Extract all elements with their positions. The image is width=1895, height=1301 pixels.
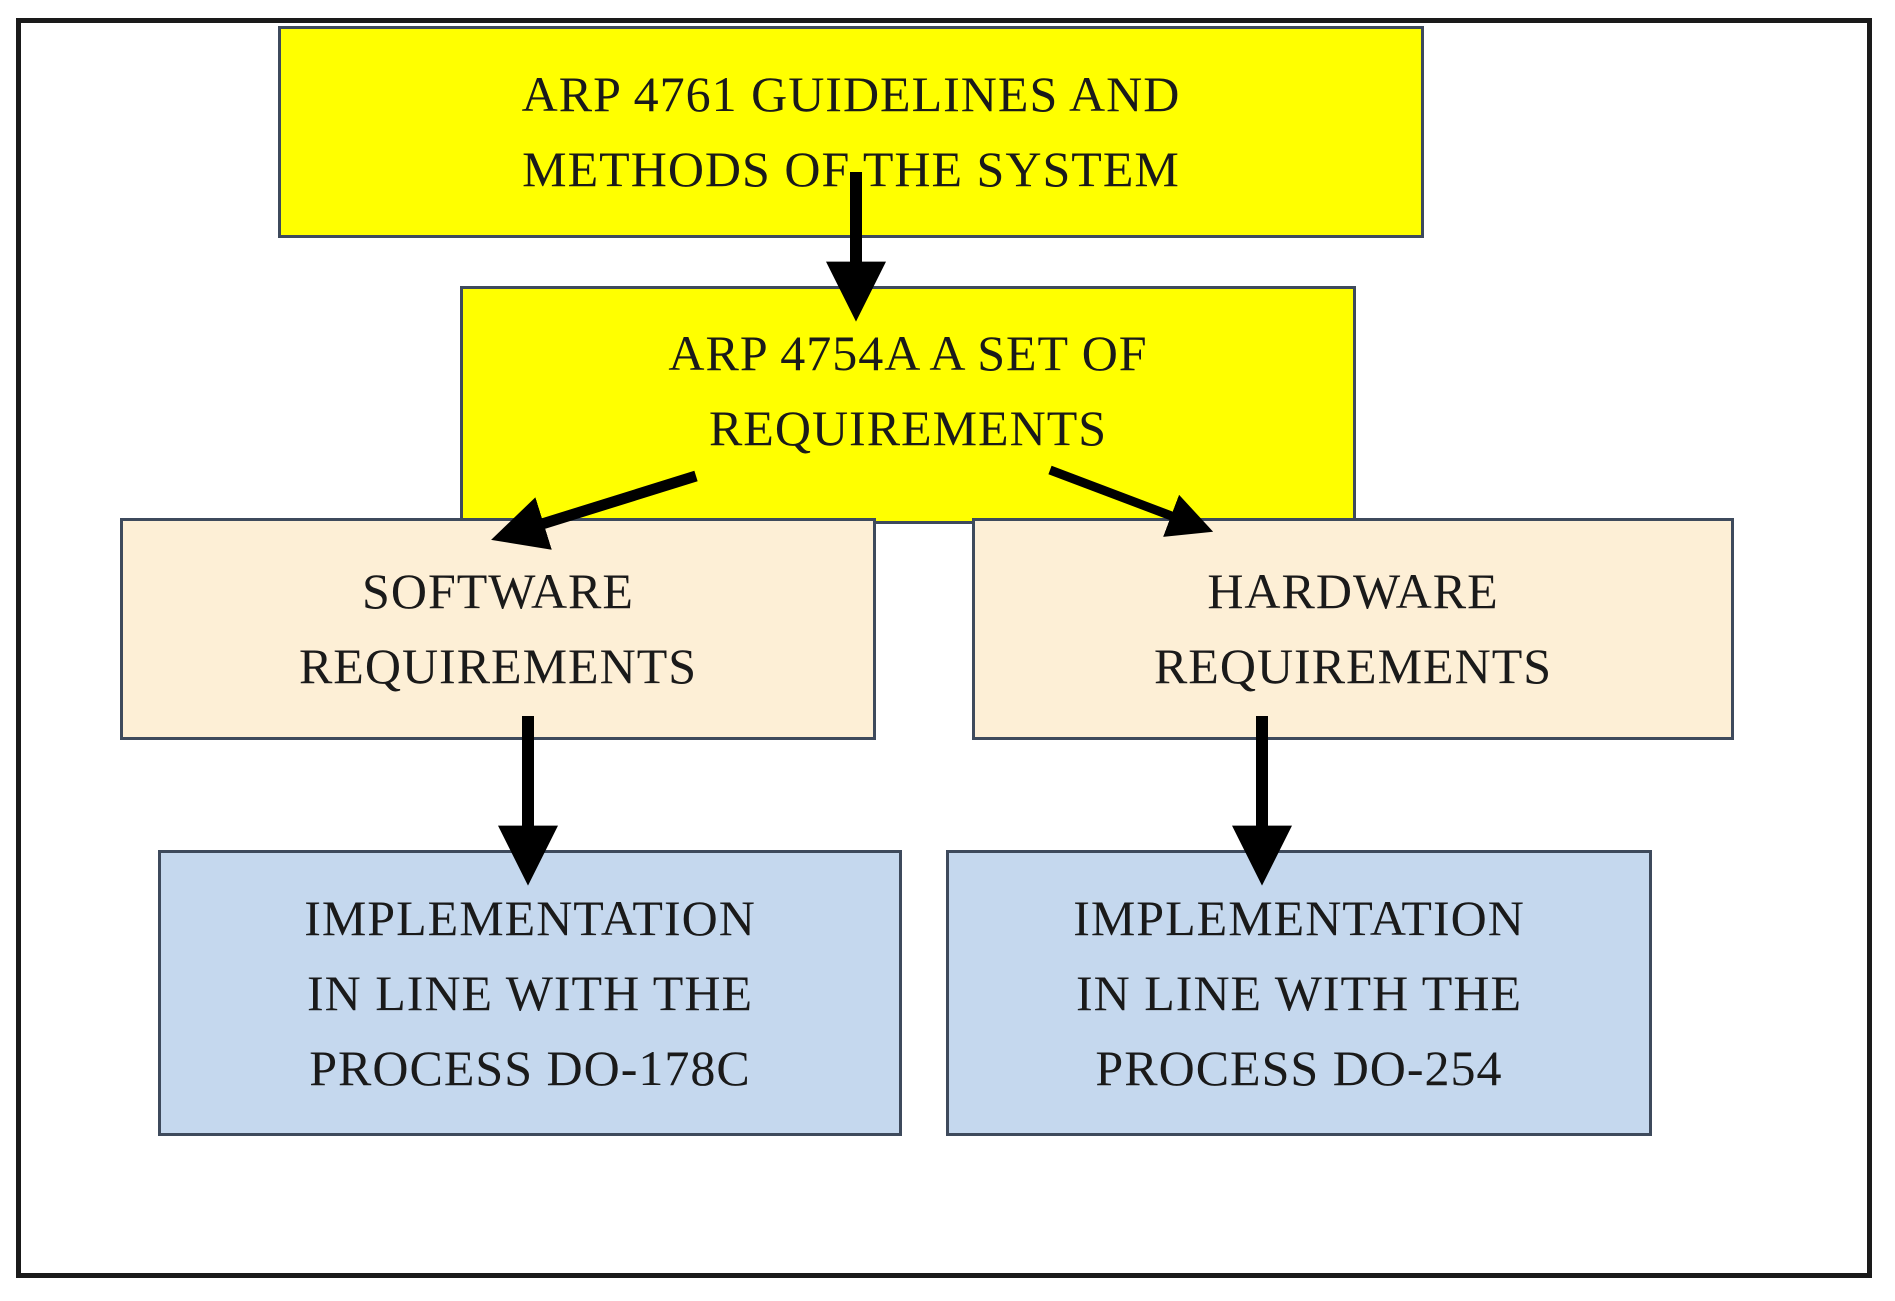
implementation-do-178c-line-1: IMPLEMENTATION	[304, 889, 756, 946]
implementation-do-254-line-2: IN LINE WITH THE	[1076, 964, 1522, 1021]
arp-4754a-line-2: REQUIREMENTS	[708, 400, 1108, 456]
arp-4761-box: ARP 4761 GUIDELINES AND METHODS OF THE S…	[278, 26, 1424, 238]
arp-4761-line-2: METHODS OF THE SYSTEM	[522, 141, 1180, 197]
arp-4761-line-1: ARP 4761 GUIDELINES AND	[521, 66, 1181, 122]
hardware-requirements-line-1: HARDWARE	[1207, 563, 1499, 619]
implementation-do-178c-box: IMPLEMENTATION IN LINE WITH THE PROCESS …	[158, 850, 902, 1136]
hardware-requirements-box: HARDWARE REQUIREMENTS	[972, 518, 1734, 740]
implementation-do-178c-line-2: IN LINE WITH THE	[307, 964, 753, 1021]
arp-4754a-box: ARP 4754A A SET OF REQUIREMENTS	[460, 286, 1356, 524]
arp-4754a-text: ARP 4754A A SET OF REQUIREMENTS	[668, 316, 1147, 466]
implementation-do-254-line-1: IMPLEMENTATION	[1073, 889, 1525, 946]
software-requirements-line-2: REQUIREMENTS	[298, 638, 698, 694]
hardware-requirements-line-2: REQUIREMENTS	[1153, 638, 1553, 694]
implementation-do-254-line-3: PROCESS DO-254	[1095, 1039, 1503, 1096]
software-requirements-line-1: SOFTWARE	[362, 563, 634, 619]
implementation-do-254-box: IMPLEMENTATION IN LINE WITH THE PROCESS …	[946, 850, 1652, 1136]
arp-4754a-line-1: ARP 4754A A SET OF	[668, 325, 1148, 381]
implementation-do-178c-line-3: PROCESS DO-178C	[309, 1039, 751, 1096]
software-requirements-box: SOFTWARE REQUIREMENTS	[120, 518, 876, 740]
